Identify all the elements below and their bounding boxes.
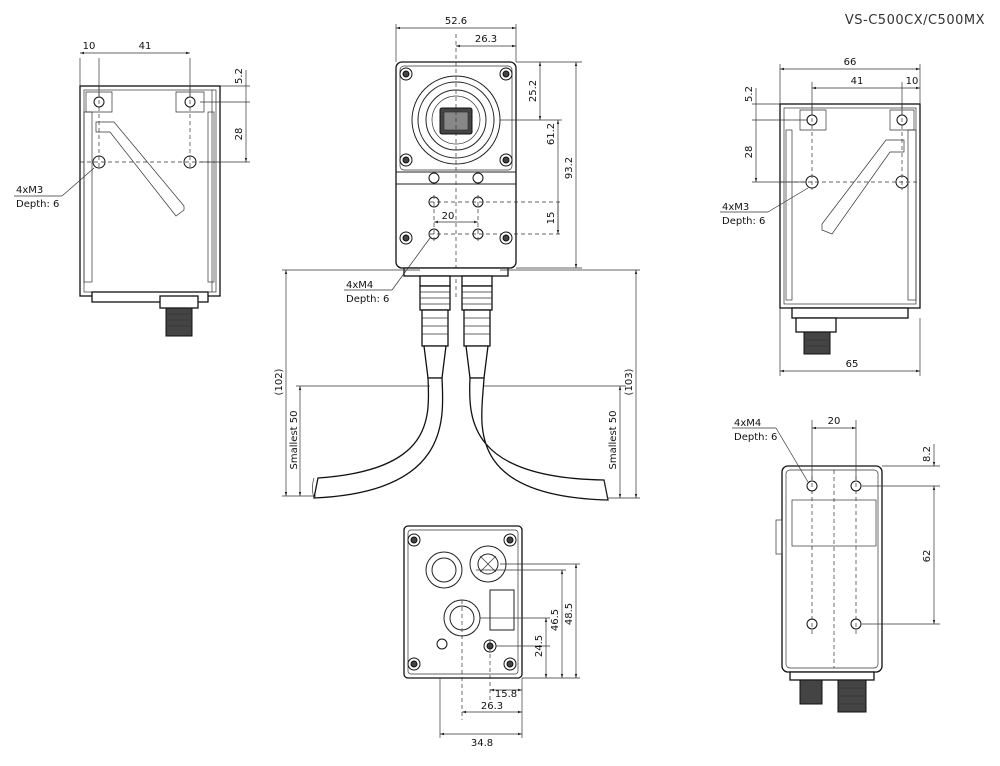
bottom-dim-15-8: 15.8 bbox=[495, 689, 517, 700]
bottom-dim-46-5: 46.5 bbox=[550, 609, 561, 631]
right-dim-5-2: 5.2 bbox=[744, 86, 755, 102]
left-dim-10: 10 bbox=[83, 41, 96, 52]
left-cable bbox=[313, 377, 444, 499]
front-hole-depth: Depth: 6 bbox=[346, 294, 389, 305]
bottom-body-outline bbox=[403, 525, 523, 679]
right-dim-28: 28 bbox=[744, 146, 755, 159]
front-dim-61-2: 61.2 bbox=[546, 123, 557, 145]
right-dim-65: 65 bbox=[846, 359, 859, 370]
right-hole-label: 4xM3 bbox=[722, 202, 749, 213]
right-body-outline bbox=[779, 103, 921, 309]
cable-right-length: (103) bbox=[624, 368, 635, 395]
left-side-view: 10 41 5.2 28 4xM3 Depth: 6 bbox=[14, 41, 250, 337]
status-window bbox=[489, 589, 515, 631]
model-title: VS-C500CX/C500MX bbox=[845, 13, 985, 28]
front-dim-25-2: 25.2 bbox=[528, 80, 539, 102]
back-hole-depth: Depth: 6 bbox=[734, 432, 777, 443]
right-hole-depth: Depth: 6 bbox=[722, 216, 765, 227]
back-dim-62: 62 bbox=[922, 550, 933, 563]
cable-left-radius: Smallest 50 bbox=[289, 411, 300, 470]
back-view: 20 8.2 62 4xM4 Depth: 6 bbox=[732, 416, 940, 713]
left-dim-41: 41 bbox=[139, 41, 152, 52]
bottom-view: 46.5 48.5 24.5 15.8 26.3 34.8 bbox=[403, 525, 580, 749]
front-dim-15: 15 bbox=[546, 212, 557, 225]
front-dim-20: 20 bbox=[442, 211, 455, 222]
left-hole-depth: Depth: 6 bbox=[16, 199, 59, 210]
bottom-dim-24-5: 24.5 bbox=[534, 635, 545, 657]
right-cable bbox=[469, 377, 609, 501]
right-dim-10: 10 bbox=[906, 76, 919, 87]
right-dim-66: 66 bbox=[844, 57, 857, 68]
front-dim-52-6: 52.6 bbox=[445, 16, 467, 27]
left-body-outline bbox=[79, 85, 221, 297]
right-dim-41: 41 bbox=[851, 76, 864, 87]
left-dim-28: 28 bbox=[234, 128, 245, 141]
bottom-connector-1 bbox=[425, 551, 463, 589]
left-hole-label: 4xM3 bbox=[16, 185, 43, 196]
back-body-outline bbox=[781, 465, 883, 673]
back-dim-8-2: 8.2 bbox=[922, 446, 933, 462]
bottom-dim-48-5: 48.5 bbox=[564, 603, 575, 625]
front-view: 52.6 26.3 25.2 61.2 93.2 15 20 4xM4 Dept… bbox=[344, 16, 582, 305]
bottom-dim-34-8: 34.8 bbox=[471, 738, 493, 749]
right-side-view: 66 41 10 5.2 28 65 4xM3 Depth: 6 bbox=[720, 57, 921, 376]
cable-right-radius: Smallest 50 bbox=[608, 411, 619, 470]
back-dim-20: 20 bbox=[828, 416, 841, 427]
front-dim-26-3: 26.3 bbox=[475, 34, 497, 45]
bottom-dim-26-3: 26.3 bbox=[481, 701, 503, 712]
cables: (102) Smallest 50 (103) Smallest 50 bbox=[274, 269, 640, 501]
back-hole-label: 4xM4 bbox=[734, 418, 761, 429]
front-dim-93-2: 93.2 bbox=[564, 157, 575, 179]
cable-left-length: (102) bbox=[274, 368, 285, 395]
left-dim-5-2: 5.2 bbox=[234, 68, 245, 84]
front-hole-label: 4xM4 bbox=[346, 280, 373, 291]
